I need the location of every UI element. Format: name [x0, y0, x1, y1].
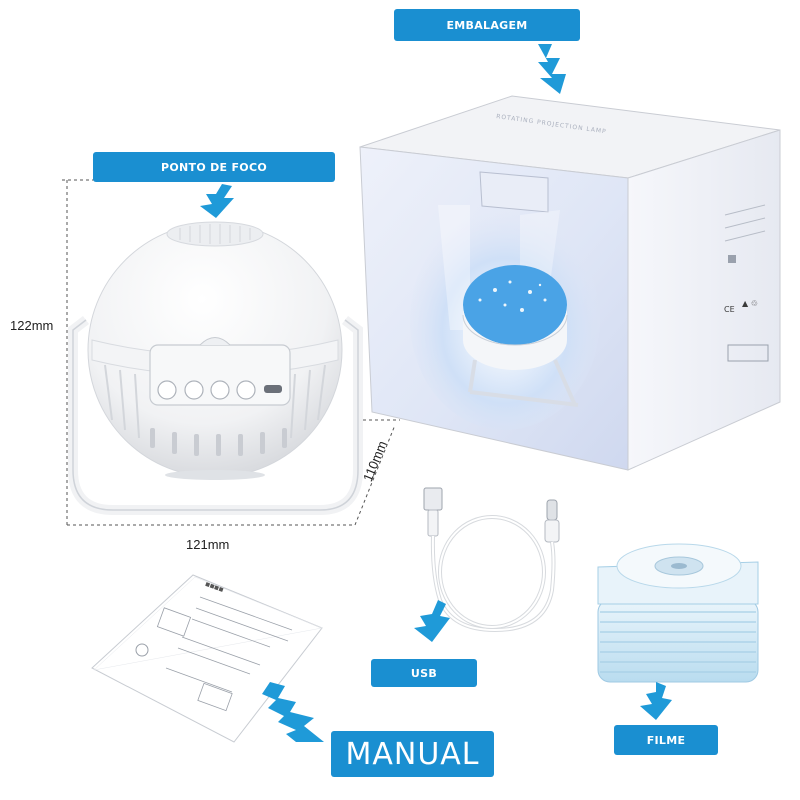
film-discs: [597, 543, 759, 683]
usb-cable: [423, 487, 560, 633]
film-label: FILME: [614, 725, 718, 755]
svg-text:▲ ♲: ▲ ♲: [742, 299, 758, 308]
packaging-label: EMBALAGEM: [394, 9, 580, 41]
width-dimension: 121mm: [186, 537, 230, 552]
manual-label: MANUAL: [331, 731, 494, 777]
packaging-box: CE ▲ ♲: [359, 95, 781, 471]
projector-product: [68, 221, 363, 515]
focus-point-label: PONTO DE FOCO: [93, 152, 335, 182]
usb-label: USB: [371, 659, 477, 687]
manual-booklet: ■■■■: [91, 574, 323, 743]
height-dimension: 122mm: [10, 318, 54, 333]
arrows: [200, 44, 672, 742]
svg-text:CE: CE: [724, 305, 735, 314]
